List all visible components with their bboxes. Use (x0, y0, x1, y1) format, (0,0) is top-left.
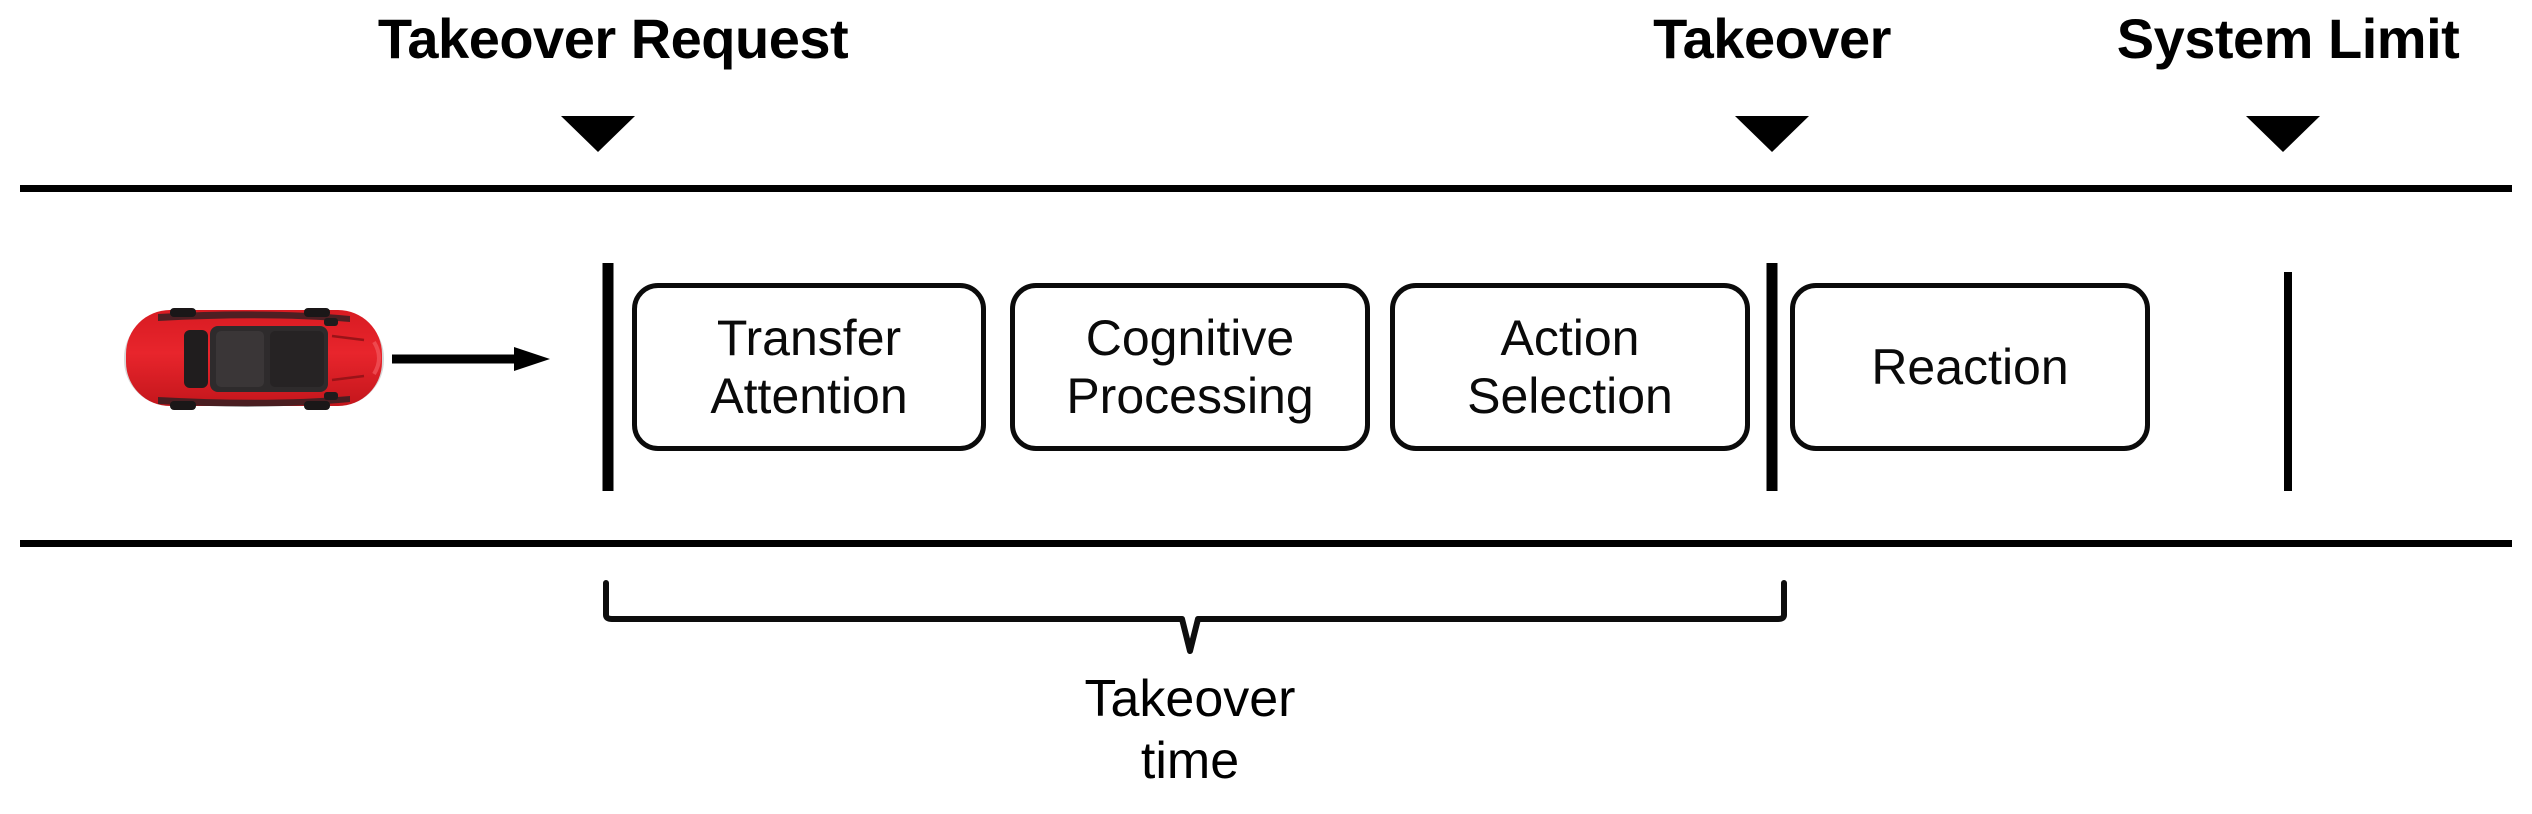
separator-dashed-takeover-request (602, 263, 614, 491)
stage-box-reaction[interactable]: Reaction (1790, 283, 2150, 451)
takeover-time-bracket (603, 580, 1787, 654)
road-boundary-bottom-line (20, 540, 2512, 547)
separator-solid-system-limit (2284, 272, 2292, 491)
stage-label-reaction: Reaction (1871, 339, 2069, 395)
stage-label-transfer-attention: Transfer Attention (710, 310, 908, 424)
marker-label-system-limit: System Limit (2116, 7, 2460, 70)
triangle-down-icon-system-limit (2246, 116, 2320, 152)
stage-box-action-selection[interactable]: Action Selection (1390, 283, 1750, 451)
marker-label-takeover: Takeover (1653, 7, 1891, 70)
separator-dashed-takeover (1766, 263, 1778, 491)
road-boundary-top-line (20, 185, 2512, 192)
right-arrow-icon (392, 347, 550, 371)
takeover-time-caption: Takeover time (1084, 670, 1296, 790)
marker-label-takeover-request: Takeover Request (377, 7, 849, 70)
stage-box-cognitive-processing[interactable]: Cognitive Processing (1010, 283, 1370, 451)
stage-label-cognitive-processing: Cognitive Processing (1066, 310, 1314, 424)
triangle-down-icon-takeover-request (561, 116, 635, 152)
triangle-down-icon-takeover (1735, 116, 1809, 152)
red-car-top-view-icon (124, 308, 384, 410)
stage-box-transfer-attention[interactable]: Transfer Attention (632, 283, 986, 451)
stage-label-action-selection: Action Selection (1467, 310, 1673, 424)
